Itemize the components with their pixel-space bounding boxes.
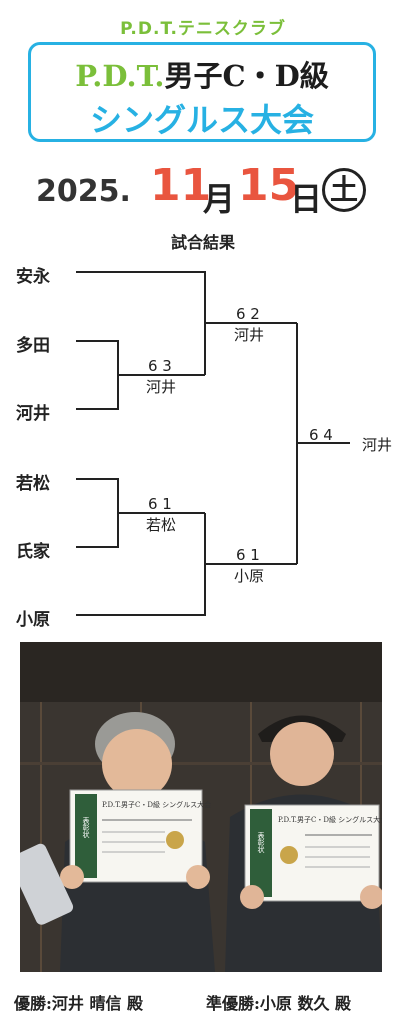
date-day-unit: 日 <box>290 180 323 218</box>
match-2-score: 6 1 <box>148 495 172 513</box>
player-5: 氏家 <box>16 542 50 562</box>
event-title-division: 男子C・D級 <box>164 59 329 93</box>
certificate-right-title: P.D.T.男子C・D級 シングルス大会 <box>278 815 382 824</box>
player-3: 河井 <box>16 404 50 424</box>
player-1: 安永 <box>16 267 50 287</box>
bracket-line-r1b <box>76 478 119 548</box>
certificate-right-heading: 表彰状 <box>257 831 265 853</box>
date-weekday: 土 <box>322 168 366 212</box>
bracket-line-r1a <box>76 340 119 410</box>
match-4-score: 6 1 <box>236 546 260 564</box>
final-score: 6 4 <box>309 426 333 444</box>
date-day: 15 <box>238 160 300 211</box>
date-month-unit: 月 <box>203 180 236 218</box>
award-photo: 表彰状 P.D.T.男子C・D級 シングルス大会 表彰状 P.D.T.男子C・D… <box>20 642 382 972</box>
results-heading: 試合結果 <box>170 233 235 252</box>
champion-label: 河井 <box>362 436 393 454</box>
tournament-bracket <box>76 271 350 616</box>
event-title-prefix: P.D.T. <box>75 59 165 93</box>
event-title-line1: P.D.T.男子C・D級 <box>31 53 373 95</box>
match-4-winner: 小原 <box>234 567 265 585</box>
club-name: P.D.T.テニスクラブ <box>120 19 286 39</box>
runner-up-caption: 準優勝:小原 数久 殿 <box>206 994 352 1013</box>
bracket-line-sfb <box>76 513 206 616</box>
match-3-score: 6 2 <box>236 305 260 323</box>
match-1-winner: 河井 <box>146 378 177 396</box>
certificate-left: 表彰状 P.D.T.男子C・D級 シングルス大会 <box>69 789 211 883</box>
event-title-line2: シングルス大会 <box>89 101 314 139</box>
date-month: 11 <box>150 160 212 211</box>
match-3-winner: 河井 <box>234 326 265 344</box>
event-date: 2025. 11 月 15 日 土 <box>0 160 406 220</box>
certificate-left-heading: 表彰状 <box>82 816 90 838</box>
date-year: 2025. <box>36 174 131 209</box>
certificate-left-title: P.D.T.男子C・D級 シングルス大会 <box>102 800 211 809</box>
match-2-winner: 若松 <box>146 516 177 534</box>
player-2: 多田 <box>16 336 50 356</box>
match-1-score: 6 3 <box>148 357 172 375</box>
event-title-box: P.D.T.男子C・D級 シングルス大会 <box>28 42 376 142</box>
player-6: 小原 <box>16 610 50 630</box>
champion-caption: 優勝:河井 晴信 殿 <box>14 994 144 1013</box>
bracket-line-sfa <box>76 271 206 375</box>
certificate-right: 表彰状 P.D.T.男子C・D級 シングルス大会 <box>244 804 382 902</box>
award-photo-illustration: 表彰状 P.D.T.男子C・D級 シングルス大会 表彰状 P.D.T.男子C・D… <box>20 642 382 972</box>
player-4: 若松 <box>16 474 50 494</box>
